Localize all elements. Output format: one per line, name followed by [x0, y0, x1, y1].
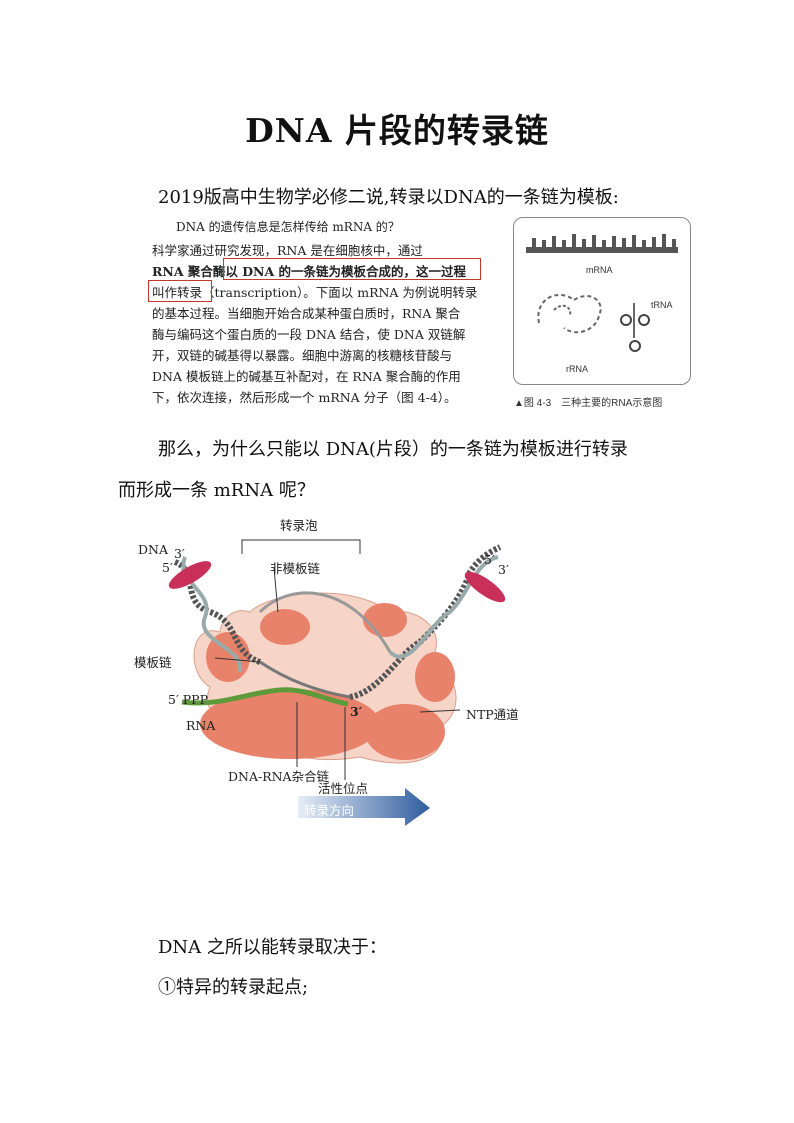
three-prime-right-label: 3′	[498, 562, 509, 577]
question-line-1: 那么，为什么只能以 DNA(片段）的一条链为模板进行转录	[158, 439, 628, 460]
determines-paragraph: DNA 之所以能转录取决于：	[158, 937, 387, 958]
highlight-box	[148, 280, 212, 302]
trna-label: tRNA	[651, 300, 673, 310]
five-prime-left-label: 5′	[162, 560, 173, 575]
transcription-diagram: 转录泡 DNA 3′ 5′ 5′ 3′ 非模板链 模板链 5′ PPP RNA …	[120, 512, 550, 828]
transcription-direction-label: 转录方向	[304, 803, 355, 818]
rrna-label: rRNA	[566, 364, 588, 374]
three-prime-left-label: 3′	[174, 546, 185, 561]
rna-label: RNA	[186, 718, 216, 733]
textbook-question: DNA 的遗传信息是怎样传给 mRNA 的？	[176, 220, 400, 234]
question-line-2: 而形成一条 mRNA 呢？	[118, 480, 315, 501]
rna-figure-caption: ▲图 4-3 三种主要的RNA示意图	[514, 398, 663, 409]
textbook-excerpt: DNA 的遗传信息是怎样传给 mRNA 的？ 科学家通过研究发现，RNA 是在细…	[140, 208, 492, 408]
textbook-line: 科学家通过研究发现，RNA 是在细胞核中，通过	[152, 243, 423, 258]
textbook-line: 开，双链的碱基得以暴露。细胞中游离的核糖核苷酸与	[152, 348, 453, 363]
point-1: ①特异的转录起点;	[158, 977, 309, 998]
rna-types-drawing	[526, 234, 678, 352]
page-title: DNA 片段的转录链	[245, 111, 549, 150]
dna-rna-hybrid-label: DNA-RNA杂合链	[228, 769, 330, 784]
nontemplate-strand-label: 非模板链	[270, 561, 321, 576]
transcription-bubble-label: 转录泡	[280, 518, 318, 533]
three-prime-rna-label: 3′	[350, 704, 362, 719]
highlight-box	[223, 258, 481, 280]
ntp-channel-label: NTP通道	[466, 707, 519, 722]
ppp-label: 5′ PPP	[168, 692, 208, 707]
textbook-line: 酶与编码这个蛋白质的一段 DNA 结合，使 DNA 双链解	[152, 327, 466, 342]
textbook-line: RNA 聚合酶以 DNA 的一条链为模板合成的，这一过程	[152, 264, 467, 279]
active-site-label: 活性位点	[318, 781, 369, 796]
rna-types-figure: mRNA tRNA rRNA	[513, 217, 691, 385]
five-prime-right-label: 5′	[484, 552, 495, 567]
textbook-line: 叫作转录（transcription）。下面以 mRNA 为例说明转录	[152, 285, 478, 300]
dna-label: DNA	[138, 542, 168, 557]
textbook-line: 的基本过程。当细胞开始合成某种蛋白质时，RNA 聚合	[152, 306, 461, 321]
mrna-label: mRNA	[586, 265, 613, 275]
template-strand-label: 模板链	[134, 655, 172, 670]
textbook-line: DNA 模板链上的碱基互补配对，在 RNA 聚合酶的作用	[152, 369, 461, 384]
intro-paragraph: 2019版高中生物学必修二说,转录以DNA的一条链为模板:	[158, 187, 619, 208]
textbook-line: 下，依次连接，然后形成一个 mRNA 分子（图 4-4）。	[152, 390, 457, 405]
transcription-drawing	[168, 539, 506, 826]
